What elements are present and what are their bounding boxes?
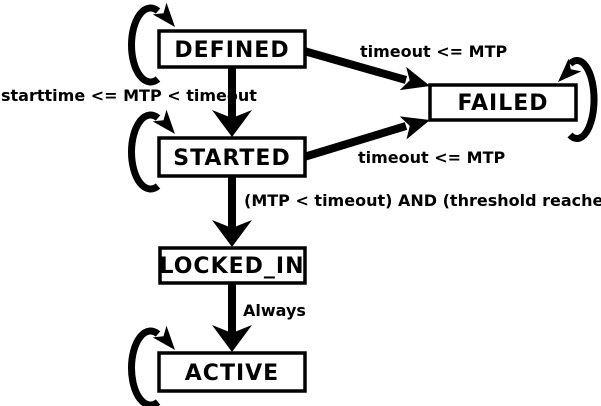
state-failed: FAILED bbox=[428, 83, 578, 122]
state-started: STARTED bbox=[157, 136, 307, 178]
self-loop-defined bbox=[128, 4, 161, 86]
arrowhead-defined-started bbox=[212, 110, 252, 137]
state-failed-label: FAILED bbox=[457, 91, 548, 116]
transition-defined-started-label: starttime <= MTP < timeout bbox=[1, 86, 257, 105]
transition-started-lockedin-label: (MTP < timeout) AND (threshold reached) bbox=[244, 191, 601, 210]
arrowhead-started-lockedin bbox=[212, 220, 252, 247]
state-started-box bbox=[157, 136, 307, 178]
state-defined-label: DEFINED bbox=[174, 38, 289, 63]
self-loop-failed bbox=[567, 57, 598, 142]
arrowhead-defined-failed bbox=[399, 66, 430, 91]
arrowhead-loop-failed bbox=[558, 58, 582, 82]
state-defined-box bbox=[157, 29, 307, 69]
self-loop-started bbox=[128, 111, 161, 193]
state-active-box bbox=[157, 351, 307, 393]
arrowhead-started-failed bbox=[399, 116, 430, 140]
arrowhead-loop-started bbox=[152, 109, 175, 134]
transition-started-failed-label: timeout <= MTP bbox=[358, 148, 505, 167]
state-defined: DEFINED bbox=[157, 29, 307, 69]
state-active-label: ACTIVE bbox=[185, 361, 279, 386]
state-active: ACTIVE bbox=[157, 351, 307, 393]
state-started-label: STARTED bbox=[173, 146, 290, 171]
arrowhead-lockedin-active bbox=[212, 325, 252, 352]
transition-started-failed-line bbox=[302, 122, 408, 161]
transition-lockedin-active-label: Always bbox=[243, 301, 306, 320]
state-locked-in: LOCKED_IN bbox=[158, 246, 307, 285]
arrowhead-loop-defined bbox=[152, 2, 175, 28]
transition-defined-failed-line bbox=[302, 47, 408, 84]
arrowhead-loop-active bbox=[152, 325, 175, 350]
transition-defined-failed-label: timeout <= MTP bbox=[360, 42, 507, 61]
state-locked-in-box bbox=[158, 246, 307, 285]
state-locked-in-label: LOCKED_IN bbox=[159, 254, 304, 279]
state-failed-box bbox=[428, 83, 578, 122]
self-loop-active bbox=[128, 327, 161, 406]
